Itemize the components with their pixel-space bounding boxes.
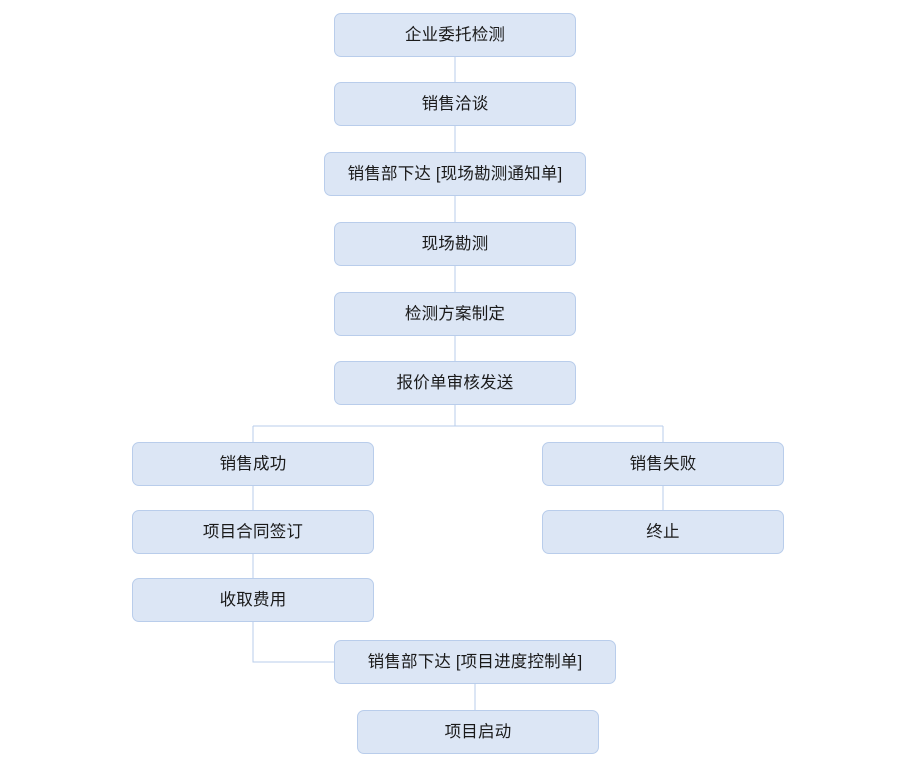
flow-node-label: 销售成功 [219, 454, 287, 473]
flow-node-n9[interactable]: 项目合同签订 [132, 510, 374, 554]
flow-node-n4[interactable]: 现场勘测 [334, 222, 576, 266]
flow-node-label: 企业委托检测 [404, 25, 506, 44]
flow-node-n13[interactable]: 项目启动 [357, 710, 599, 754]
flow-node-label: 终止 [646, 522, 680, 541]
flow-node-label: 收取费用 [219, 590, 287, 609]
flow-node-n3[interactable]: 销售部下达 [现场勘测通知单] [324, 152, 586, 196]
flow-node-label: 检测方案制定 [404, 304, 506, 323]
flow-node-label: 现场勘测 [421, 234, 489, 253]
flow-node-n2[interactable]: 销售洽谈 [334, 82, 576, 126]
flow-node-n12[interactable]: 销售部下达 [项目进度控制单] [334, 640, 616, 684]
flow-node-label: 销售失败 [629, 454, 697, 473]
flow-node-label: 项目合同签订 [202, 522, 304, 541]
flow-node-n10[interactable]: 终止 [542, 510, 784, 554]
flow-node-n1[interactable]: 企业委托检测 [334, 13, 576, 57]
flow-node-n5[interactable]: 检测方案制定 [334, 292, 576, 336]
flow-node-label: 项目启动 [444, 722, 512, 741]
flow-node-label: 销售洽谈 [421, 94, 489, 113]
flow-node-n8[interactable]: 销售失败 [542, 442, 784, 486]
flow-node-n7[interactable]: 销售成功 [132, 442, 374, 486]
flow-node-n11[interactable]: 收取费用 [132, 578, 374, 622]
flow-node-label: 报价单审核发送 [396, 373, 514, 392]
flow-node-n6[interactable]: 报价单审核发送 [334, 361, 576, 405]
flow-node-label: 销售部下达 [项目进度控制单] [367, 652, 583, 671]
connector-c13 [252, 622, 334, 663]
flow-node-label: 销售部下达 [现场勘测通知单] [347, 164, 563, 183]
